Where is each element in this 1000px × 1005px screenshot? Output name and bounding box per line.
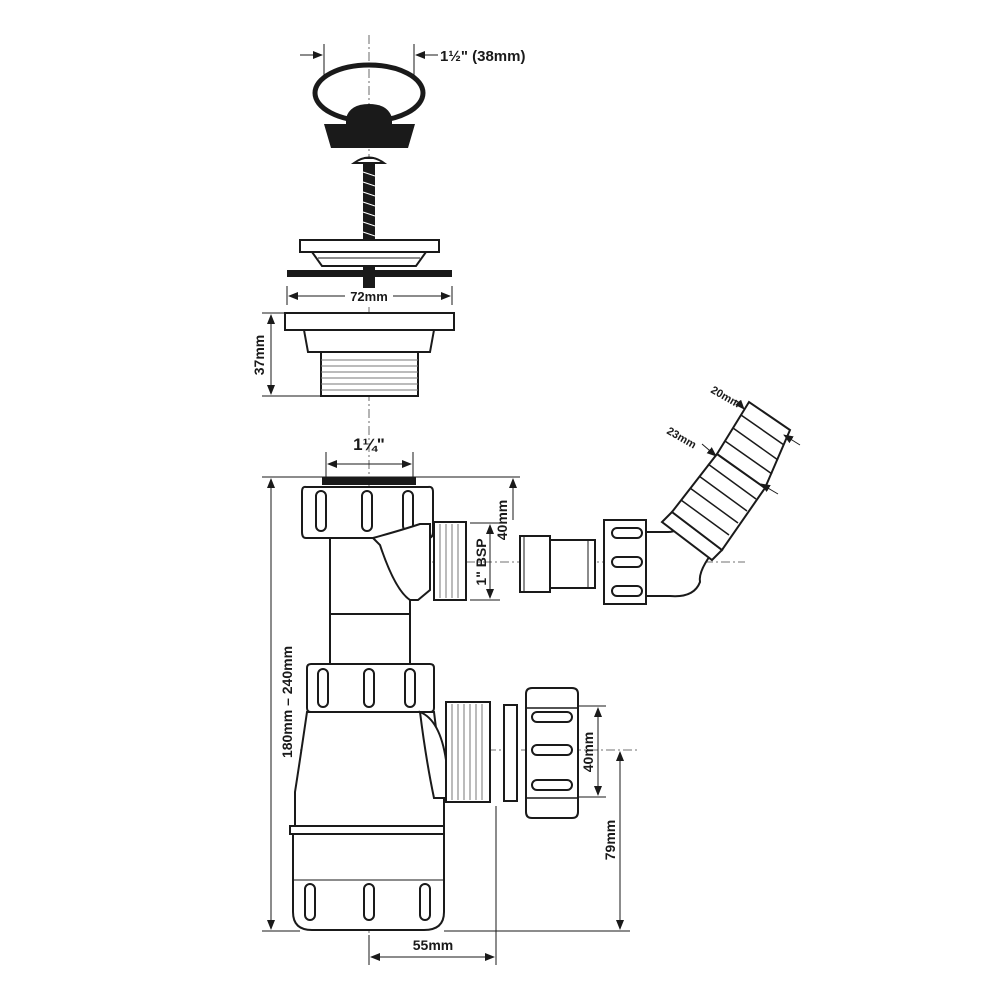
waste-body (284, 312, 455, 397)
plug-with-ring (312, 62, 426, 148)
waste-diameter-label: 72mm (350, 289, 388, 304)
grate-plate (299, 239, 440, 288)
overall-height-dimension: 180mm – 240mm (262, 476, 520, 932)
overall-height-label: 180mm – 240mm (279, 646, 295, 758)
hose-outer-label: 20mm (709, 384, 743, 410)
bottom-cup (292, 833, 445, 931)
hose-inner-label: 23mm (665, 425, 699, 451)
washer (287, 270, 452, 277)
plug-diameter-label: 1½" (38mm) (440, 48, 525, 65)
seal-ring (503, 704, 518, 802)
waste-height-dimension: 37mm (251, 312, 321, 397)
bottom-outlet-height-label: 40mm (580, 732, 596, 772)
screw (350, 156, 388, 243)
outlet-thread-dimension: 1" BSP (470, 522, 500, 601)
outlet-thread-label: 1" BSP (473, 538, 489, 585)
inlet-size-dimension: 1¼" (325, 435, 414, 478)
waste-diameter-dimension: 72mm (286, 286, 453, 305)
bottom-outlet-height-dimension: 40mm (578, 705, 606, 798)
plug-dimension: 1½" (38mm) (300, 44, 525, 76)
outlet-height-dimension: 40mm (494, 478, 517, 540)
inlet-size-label: 1¼" (353, 435, 385, 454)
hose-adapter (519, 535, 596, 593)
outlet-centre-height-label: 79mm (602, 820, 618, 860)
outlet-centre-height-dimension: 79mm (444, 751, 630, 932)
outlet-offset-dimension: 55mm (368, 806, 497, 965)
outlet-nut (525, 687, 579, 819)
waste-height-label: 37mm (251, 335, 267, 375)
trap-upper-body (329, 521, 467, 665)
middle-nut (306, 663, 435, 713)
angled-hose-connector (603, 400, 792, 605)
plug-cap (346, 104, 392, 124)
bottle-body (289, 701, 491, 835)
outlet-height-label: 40mm (494, 500, 510, 540)
outlet-offset-label: 55mm (413, 937, 453, 953)
rubber-plug (324, 124, 415, 148)
